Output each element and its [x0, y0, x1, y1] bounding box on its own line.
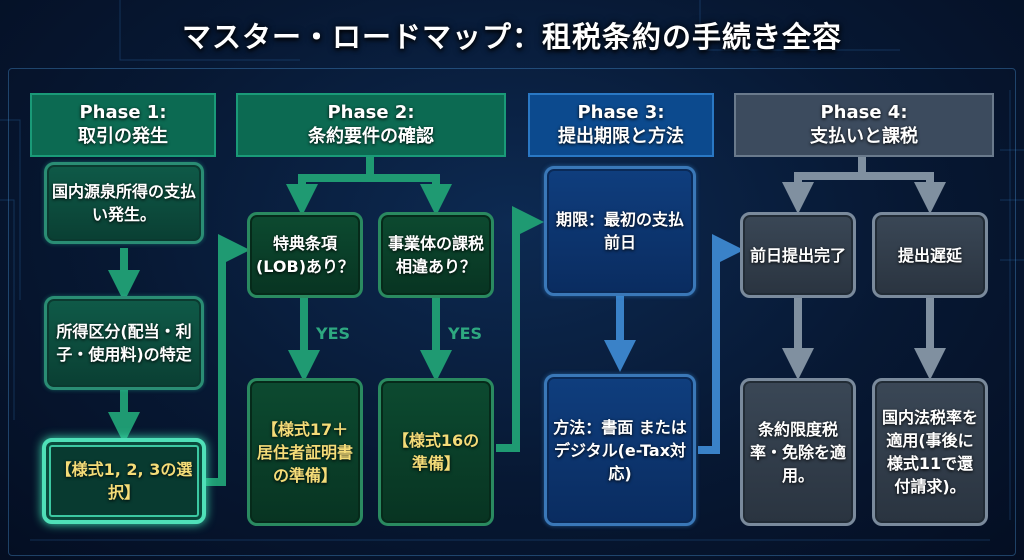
- condition-filing-late: 提出遅延: [872, 212, 988, 298]
- phase-1-label: Phase 1:: [79, 102, 167, 123]
- step-form-selection: 【様式1, 2, 3の選択】: [42, 438, 206, 524]
- arrow-p1-to-p2: [206, 234, 250, 486]
- result-form17-residency-cert: 【様式17＋居住者証明書の準備】: [247, 378, 363, 526]
- phase-4-header: Phase 4: 支払いと課税: [734, 93, 994, 157]
- phase-2-subtitle: 条約要件の確認: [308, 126, 434, 147]
- phase-1-subtitle: 取引の発生: [78, 126, 168, 147]
- arrow-p4-split: [794, 156, 934, 196]
- arrow-p3-to-p4: [698, 234, 744, 454]
- arrow-p2-to-p3: [496, 206, 544, 452]
- question-entity-tax-difference: 事業体の課税相違あり？: [378, 212, 494, 298]
- deadline-box: 期限：最初の支払前日: [544, 166, 696, 296]
- diagram-frame: [8, 68, 1016, 556]
- result-form16: 【様式16の準備】: [378, 378, 494, 526]
- result-domestic-rate-refund: 国内法税率を適用(事後に様式11で還付請求)。: [872, 378, 988, 526]
- phase-2-header: Phase 2: 条約要件の確認: [236, 93, 506, 157]
- phase-3-label: Phase 3:: [577, 102, 665, 123]
- step-income-classification: 所得区分(配当・利子・使用料)の特定: [44, 296, 204, 390]
- phase-3-subtitle: 提出期限と方法: [558, 126, 684, 147]
- phase-4-label: Phase 4:: [820, 102, 908, 123]
- condition-filed-on-time: 前日提出完了: [740, 212, 856, 298]
- result-treaty-rate: 条約限度税率・免除を適用。: [740, 378, 856, 526]
- phase-3-header: Phase 3: 提出期限と方法: [528, 93, 714, 157]
- phase-4-subtitle: 支払いと課税: [810, 126, 918, 147]
- step-payment-occurs: 国内源泉所得の支払い発生。: [44, 162, 204, 244]
- yes-label-lob: YES: [316, 324, 351, 343]
- method-box: 方法：書面 またはデジタル(e-Tax対応): [544, 374, 696, 526]
- phase-1-header: Phase 1: 取引の発生: [30, 93, 216, 157]
- question-lob: 特典条項(LOB)あり？: [247, 212, 363, 298]
- yes-label-entity: YES: [448, 324, 483, 343]
- page-title: マスター・ロードマップ：租税条約の手続き全容: [181, 20, 842, 54]
- phase-2-label: Phase 2:: [327, 102, 415, 123]
- arrow-p2-split: [298, 156, 440, 200]
